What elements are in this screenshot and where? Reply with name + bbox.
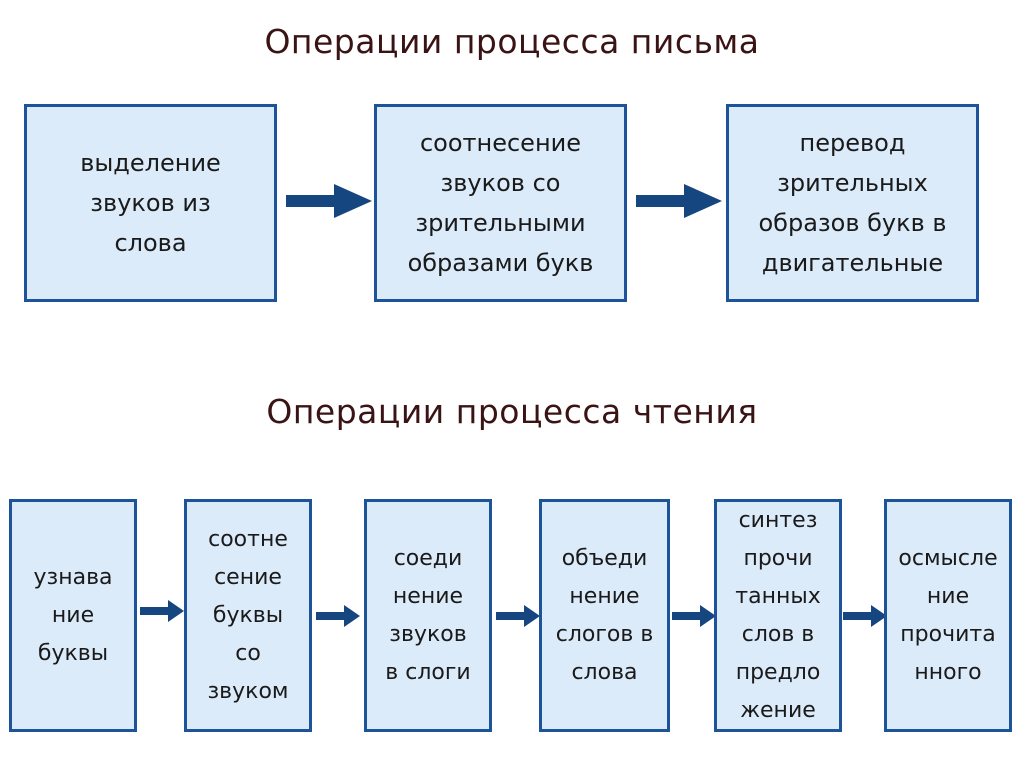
writing-step-2: соотнесение звуков со зрительными образа… [374,104,627,302]
reading-arrow-5 [843,605,887,627]
writing-arrow-2 [636,184,722,218]
writing-arrow-1 [286,184,372,218]
reading-step-1-label: узнава ние буквы [33,564,113,666]
writing-title: Операции процесса письма [264,22,760,61]
reading-arrow-3 [496,605,540,627]
reading-arrow-1 [140,600,184,622]
reading-title: Операции процесса чтения [266,392,758,431]
writing-step-3: перевод зрительных образов букв в двигат… [726,104,979,302]
writing-step-1: выделение звуков из слова [24,104,277,302]
reading-step-4: объеди нение слогов в слова [539,499,670,732]
reading-step-3-label: соеди нение звуков в слоги [385,545,471,685]
reading-arrow-4 [672,605,716,627]
reading-arrow-2 [316,605,360,627]
writing-step-2-label: соотнесение звуков со зрительными образа… [407,129,594,277]
reading-step-5-label: синтез прочи танных слов в предло жение [735,507,821,723]
reading-step-2-label: соотне сение буквы со звуком [207,526,289,704]
reading-step-1: узнава ние буквы [9,499,137,732]
reading-step-6-label: осмысле ние прочита нного [898,545,998,685]
reading-step-5: синтез прочи танных слов в предло жение [714,499,842,732]
writing-step-1-label: выделение звуков из слова [80,149,221,257]
reading-step-4-label: объеди нение слогов в слова [555,545,654,685]
reading-step-3: соеди нение звуков в слоги [364,499,492,732]
reading-step-2: соотне сение буквы со звуком [184,499,312,732]
reading-step-6: осмысле ние прочита нного [884,499,1012,732]
writing-step-3-label: перевод зрительных образов букв в двигат… [758,129,947,277]
